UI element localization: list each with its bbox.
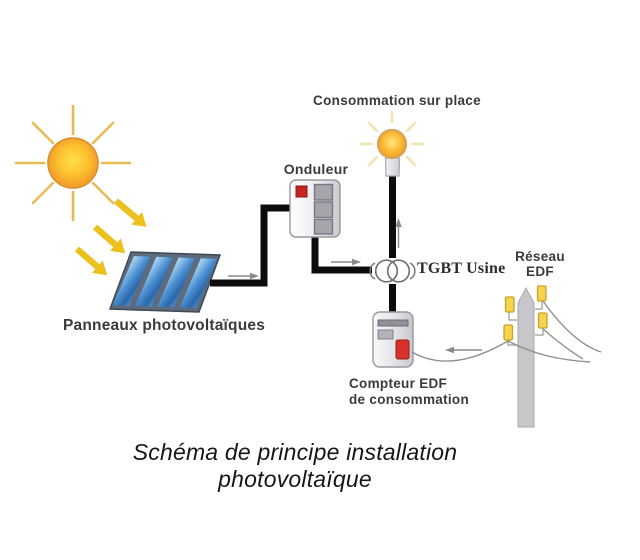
- insulators: [503, 285, 548, 341]
- wire-inverter-to-tgbt: [311, 235, 372, 274]
- meter-label-line2: de consommation: [349, 391, 470, 407]
- tgbt-label: TGBT Usine: [417, 260, 506, 277]
- sunbeam-arrow: [113, 198, 147, 227]
- meter-display-bar: [377, 319, 409, 327]
- utility-pole: [411, 285, 602, 428]
- insulator: [504, 296, 515, 313]
- figure-caption: Schéma de principe installation photovol…: [132, 439, 458, 492]
- meter-red-button: [395, 339, 410, 360]
- inverter-indicator-red: [295, 185, 308, 198]
- bulb-rays: [359, 110, 425, 167]
- panels-label: Panneaux photovoltaïques: [63, 317, 266, 334]
- sunbeam-arrow: [92, 224, 126, 254]
- meter-small-window: [377, 329, 394, 340]
- inverter-label: Onduleur: [283, 161, 349, 177]
- insulator: [503, 324, 514, 341]
- tgbt-transformer-symbol: [369, 258, 416, 284]
- edf-meter-box: [372, 311, 414, 368]
- meter-label-line1: Compteur EDF: [349, 376, 448, 391]
- inverter-vent: [313, 218, 334, 235]
- solar-panel: [108, 251, 222, 313]
- sunbeam-arrows: [74, 198, 147, 276]
- consumption-label: Consommation sur place: [313, 93, 481, 108]
- bulb-base: [384, 157, 401, 177]
- grid-wires: [411, 300, 602, 363]
- wire-pole-to-meter: [411, 340, 509, 362]
- insulator: [537, 312, 548, 329]
- sunbeam-arrow: [74, 246, 108, 276]
- meter-label: Compteur EDF de consommation: [349, 376, 469, 407]
- flow-arrow-consumption: [395, 218, 402, 248]
- wire-panel-to-inverter: [210, 204, 291, 287]
- grid-label-line1: Réseau: [515, 249, 565, 264]
- grid-label: Réseau EDF: [502, 249, 578, 279]
- flow-arrow-ac: [331, 258, 361, 266]
- panel-cell: [179, 258, 217, 308]
- grid-label-line2: EDF: [526, 264, 554, 279]
- inverter-vent: [313, 183, 334, 201]
- sun-icon: [14, 104, 132, 222]
- insulator: [536, 285, 547, 302]
- flow-arrow-grid: [445, 346, 482, 354]
- inverter-box: [289, 179, 341, 238]
- bulb-icon: [359, 110, 425, 177]
- panel-cell: [157, 257, 195, 308]
- flow-arrow-dc: [228, 272, 259, 280]
- panel-cell: [113, 256, 151, 306]
- sun-rays: [14, 104, 132, 222]
- panel-cell: [135, 256, 173, 307]
- inverter-vent: [313, 201, 334, 219]
